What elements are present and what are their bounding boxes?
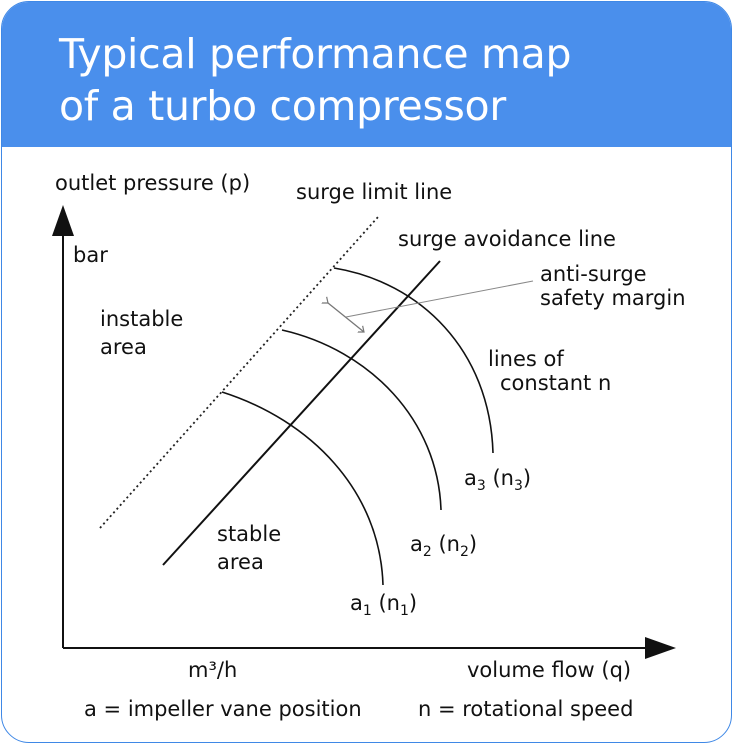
- legend-speed-definition: n = rotational speed: [418, 697, 633, 721]
- constant-speed-curve-1: [221, 391, 384, 586]
- safety-margin-label-line2: safety margin: [540, 286, 686, 310]
- legend-impeller-definition: a = impeller vane position: [84, 697, 362, 721]
- instable-area-label-line2: area: [100, 335, 147, 359]
- constant-speed-curve-3: [333, 267, 494, 454]
- stable-area-label-line1: stable: [217, 522, 281, 546]
- diagram-title: Typical performance map of a turbo compr…: [59, 30, 572, 130]
- surge-limit-label: surge limit line: [296, 180, 452, 204]
- y-axis-arrowhead: [52, 205, 74, 236]
- safety-margin-label-line1: anti-surge: [540, 262, 647, 286]
- instable-area-label-line1: instable: [100, 307, 183, 331]
- curve-label-2: a2 (n2): [410, 532, 477, 560]
- constant-n-label-line1: lines of: [488, 347, 564, 371]
- stable-area-label-line2: area: [217, 550, 264, 574]
- surge-avoidance-line: [162, 260, 441, 566]
- x-axis-arrowhead: [645, 637, 676, 659]
- surge-avoidance-label: surge avoidance line: [398, 227, 616, 251]
- title-banner: Typical performance map of a turbo compr…: [2, 2, 731, 147]
- curve-label-1: a1 (n1): [350, 591, 417, 619]
- constant-n-label-line2: constant n: [500, 371, 611, 395]
- curve-label-3: a3 (n3): [464, 466, 531, 494]
- x-axis-unit: m³/h: [188, 658, 237, 682]
- safety-margin-double-arrow: [328, 303, 364, 332]
- y-axis-unit: bar: [73, 243, 108, 267]
- y-axis-title: outlet pressure (p): [55, 171, 250, 195]
- safety-margin-pointer: [345, 280, 534, 318]
- x-axis-title: volume flow (q): [467, 658, 631, 682]
- constant-speed-curve-2: [281, 329, 442, 511]
